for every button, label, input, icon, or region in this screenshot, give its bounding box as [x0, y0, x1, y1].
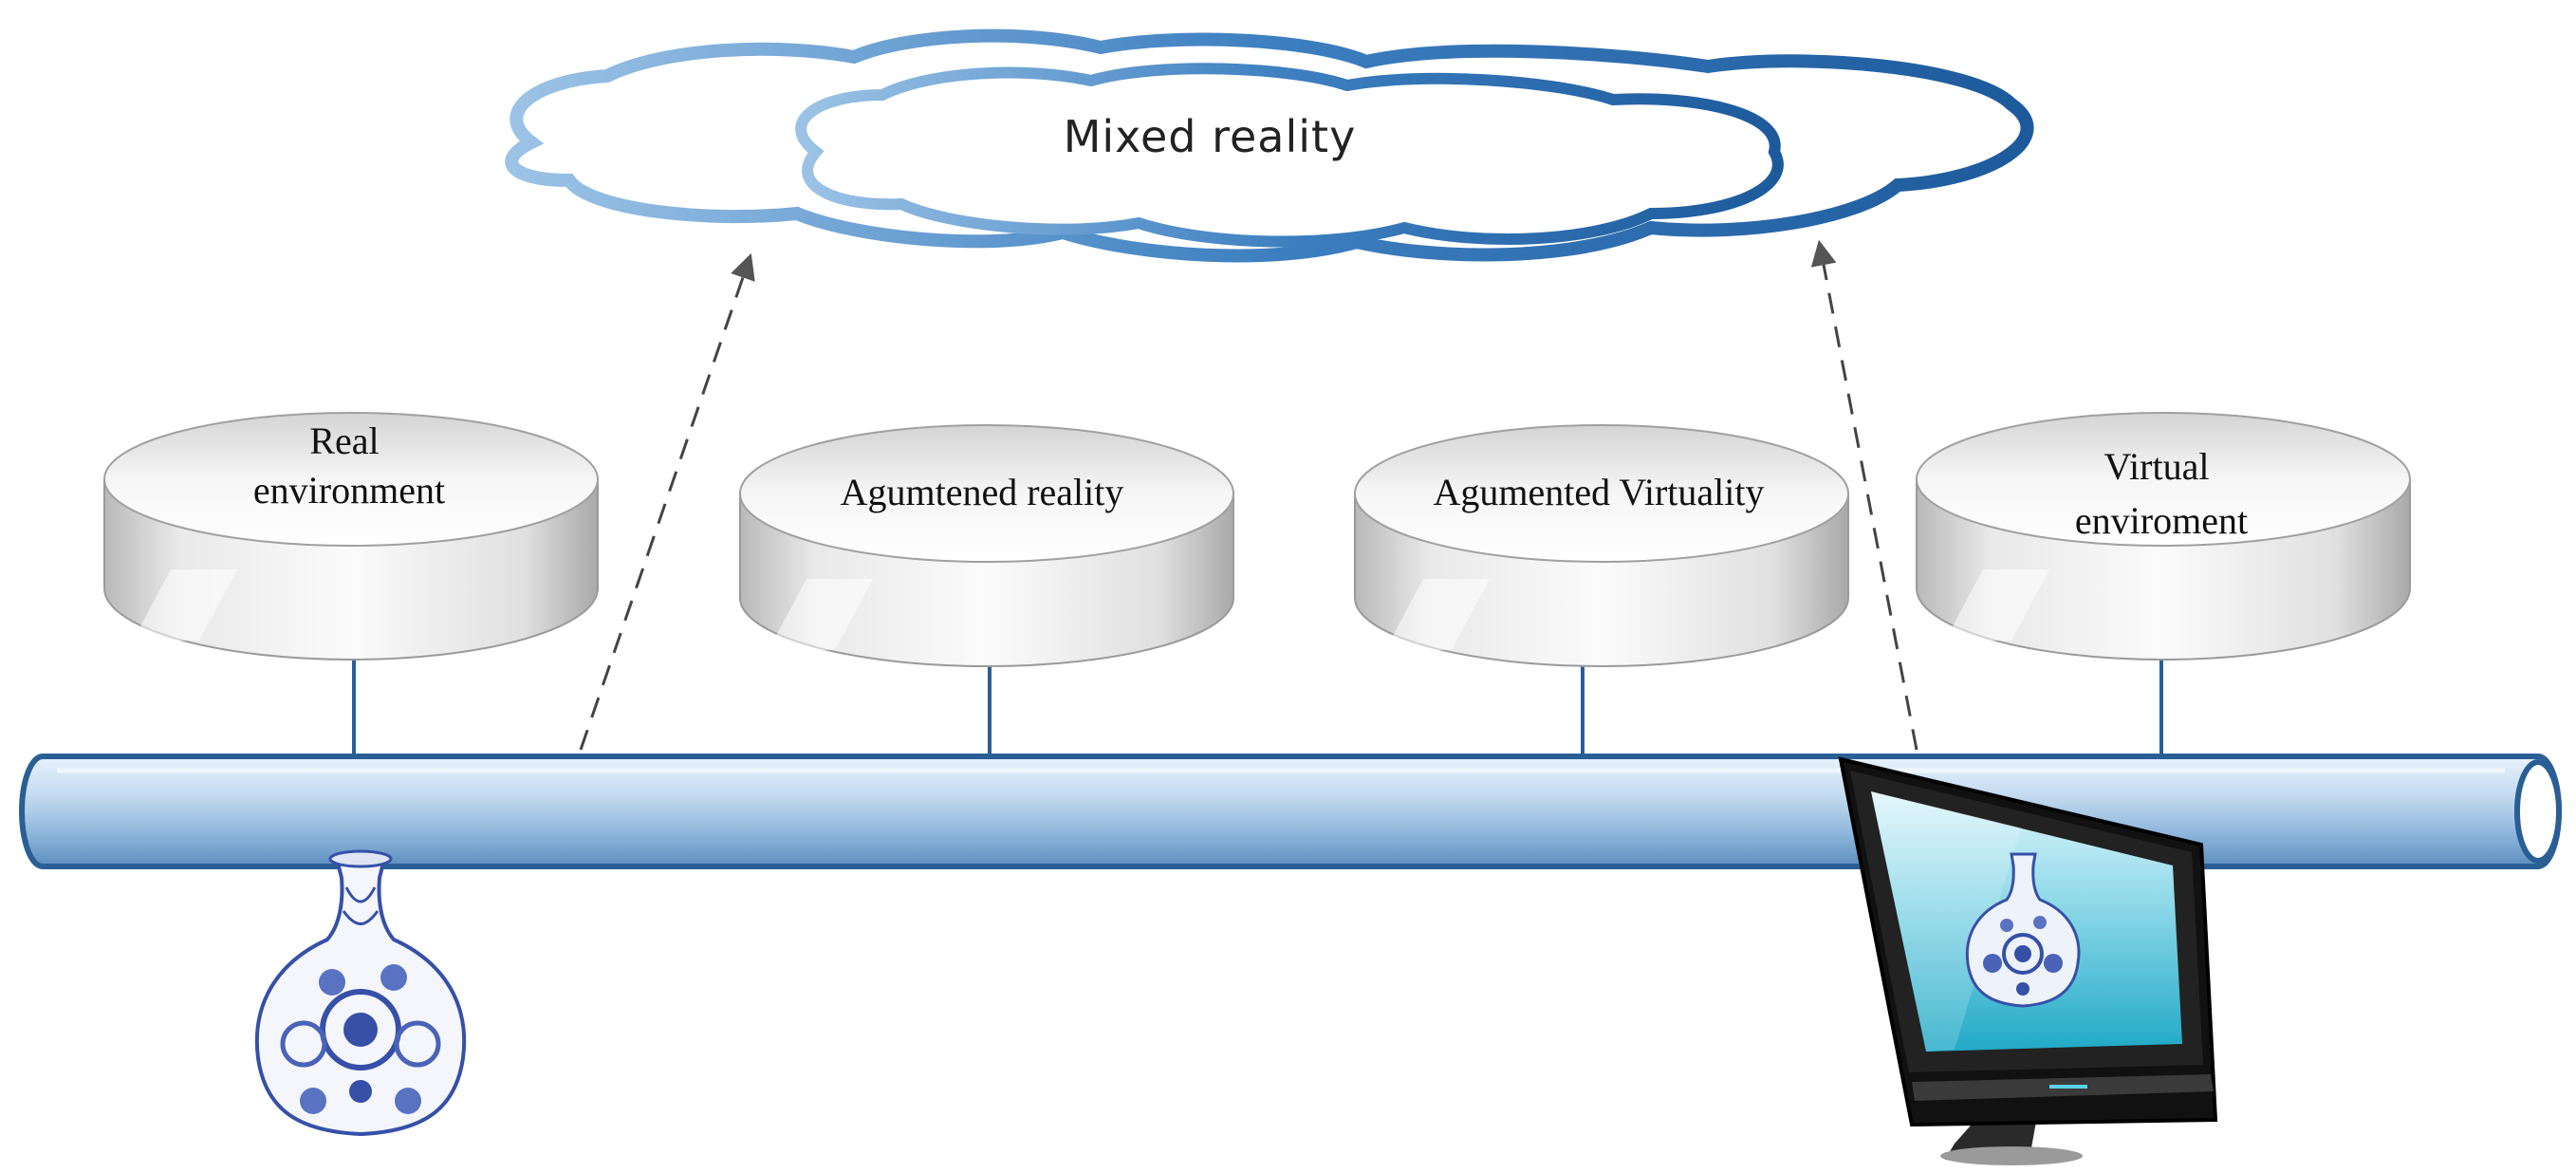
virtual-line-2: enviroment	[2075, 499, 2248, 542]
disk-label-augmented-virtuality: Agumented Virtuality	[1433, 471, 1764, 513]
disk-real-environment: Real environment	[103, 412, 599, 661]
dashed-arrow-right	[1810, 239, 1918, 751]
disk-label-real: Real environment	[253, 419, 445, 512]
connector-stems	[352, 660, 2163, 759]
disk-virtual-environment: Virtual enviroment	[1916, 412, 2411, 661]
cloud-label: Mixed reality	[1064, 111, 1357, 162]
real-line-1: Real	[309, 419, 379, 462]
dashed-arrow-left	[579, 252, 755, 751]
mixed-reality-cloud: Mixed reality	[505, 28, 2034, 263]
virtual-line-1: Virtual	[2104, 445, 2210, 488]
disk-label-augmented-reality: Agumtened reality	[841, 471, 1124, 513]
virtual-vase-icon	[1965, 852, 2081, 1008]
disk-augmented-virtuality: Agumented Virtuality	[1354, 424, 1849, 667]
disk-label-virtual: Virtual enviroment	[2075, 445, 2248, 542]
real-vase-icon	[254, 849, 467, 1137]
disk-augmented-reality: Agumtened reality	[739, 424, 1234, 667]
real-line-2: environment	[253, 469, 445, 512]
